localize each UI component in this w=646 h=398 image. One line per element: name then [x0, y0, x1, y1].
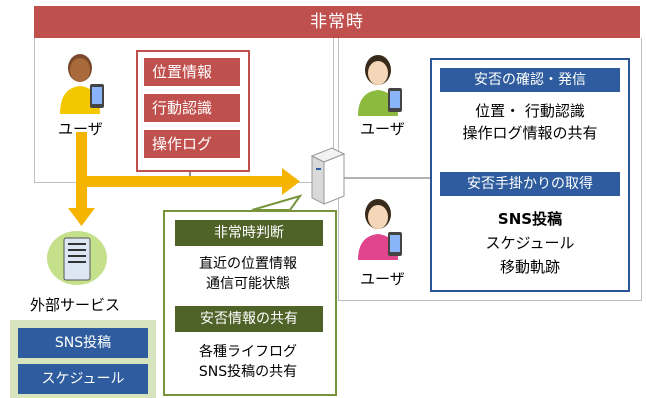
blue-text-sns: SNS投稿 — [497, 210, 563, 228]
arrow-to-server-shaft — [82, 176, 282, 187]
callout-pointer — [251, 194, 303, 211]
green-text-recent-location: 直近の位置情報 — [199, 256, 297, 272]
user-icon-right-bottom — [358, 199, 402, 260]
user-icon-right-top — [358, 55, 402, 116]
user-icon-left — [60, 54, 104, 114]
right-user-label-bottom: ユーザ — [360, 270, 405, 288]
red-item-operation-log: 操作ログ — [144, 130, 240, 158]
right-user-label-top: ユーザ — [360, 120, 405, 138]
green-text-sns-share: SNS投稿の共有 — [198, 364, 298, 380]
blue-text-schedule: スケジュール — [485, 234, 575, 252]
server-icon — [310, 147, 346, 205]
arrow-to-server-head — [282, 168, 300, 195]
external-item-sns: SNS投稿 — [18, 328, 148, 358]
green-header-share: 安否情報の共有 — [175, 306, 323, 332]
blue-text-trajectory: 移動軌跡 — [499, 258, 560, 276]
external-server-icon — [47, 231, 107, 285]
external-services-label: 外部サービス — [30, 296, 121, 314]
arrow-to-external-head — [68, 208, 95, 226]
emergency-judgment-panel: 非常時判断 直近の位置情報 通信可能状態 安否情報の共有 各種ライフログ SNS… — [163, 210, 337, 396]
blue-header-clues: 安否手掛かりの取得 — [440, 172, 620, 196]
left-user-label: ユーザ — [58, 120, 103, 138]
user-data-box: 位置情報 行動認識 操作ログ — [136, 50, 250, 172]
emergency-banner: 非常時 — [34, 6, 640, 38]
blue-text-line-2: 操作ログ情報の共有 — [462, 124, 598, 142]
red-item-location: 位置情報 — [144, 58, 240, 86]
green-text-communication: 通信可能状態 — [206, 276, 290, 292]
green-text-lifelog: 各種ライフログ — [199, 344, 297, 360]
external-services-panel: SNS投稿 スケジュール — [10, 320, 156, 398]
arrow-to-external-shaft — [76, 132, 87, 212]
safety-confirmation-panel: 安否の確認・発信 位置・ 行動認識 操作ログ情報の共有 安否手掛かりの取得 SN… — [430, 58, 630, 292]
external-item-schedule: スケジュール — [18, 364, 148, 394]
red-item-behavior: 行動認識 — [144, 94, 240, 122]
blue-header-confirm: 安否の確認・発信 — [440, 68, 620, 92]
green-header-judgment: 非常時判断 — [175, 220, 323, 246]
blue-text-line-1: 位置・ 行動認識 — [475, 102, 585, 120]
